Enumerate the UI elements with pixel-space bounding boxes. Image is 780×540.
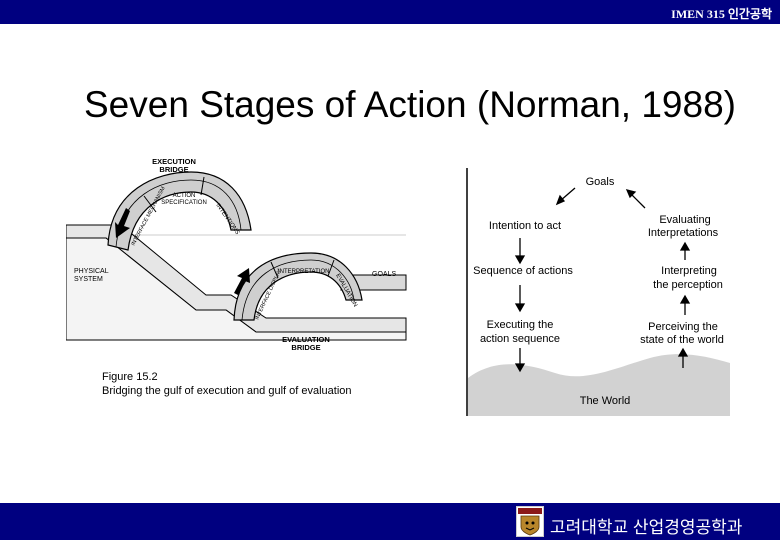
goals-label: GOALS (372, 271, 396, 278)
intention-text: Intention to act (489, 220, 561, 232)
header-bar: IMEN 315 인간공학 (0, 0, 780, 24)
department-name: 고려대학교 산업경영공학과 (550, 518, 743, 537)
interpretation-label: INTERPRETATION (278, 269, 329, 275)
course-tag: IMEN 315 인간공학 (671, 7, 772, 21)
sequence-text: Sequence of actions (473, 265, 573, 277)
perceiving-text-2: state of the world (640, 334, 724, 346)
university-logo (516, 506, 544, 537)
executing-text-1: Executing the (487, 319, 554, 331)
evaluating-text-1: Evaluating (659, 214, 710, 226)
slide-title: Seven Stages of Action (Norman, 1988) (84, 82, 774, 134)
goals-text: Goals (586, 176, 615, 188)
caption-line-2: Bridging the gulf of execution and gulf … (102, 385, 352, 397)
figure-caption: Figure 15.2 Bridging the gulf of executi… (102, 370, 352, 398)
interpreting-text-2: the perception (653, 279, 723, 291)
perceiving-text-1: Perceiving the (648, 321, 718, 333)
world-text: The World (580, 395, 631, 407)
evaluating-text-2: Interpretations (648, 227, 719, 239)
executing-text-2: action sequence (480, 333, 560, 345)
slide-title-text: Seven Stages of Action (Norman, 1988) (84, 84, 736, 125)
footer-bar (0, 503, 780, 540)
tiger-emblem-icon (518, 508, 542, 536)
caption-line-1: Figure 15.2 (102, 371, 158, 383)
seven-stages-diagram: Goals Intention to act Sequence of actio… (465, 168, 730, 416)
interpreting-text-1: Interpreting (661, 265, 717, 277)
